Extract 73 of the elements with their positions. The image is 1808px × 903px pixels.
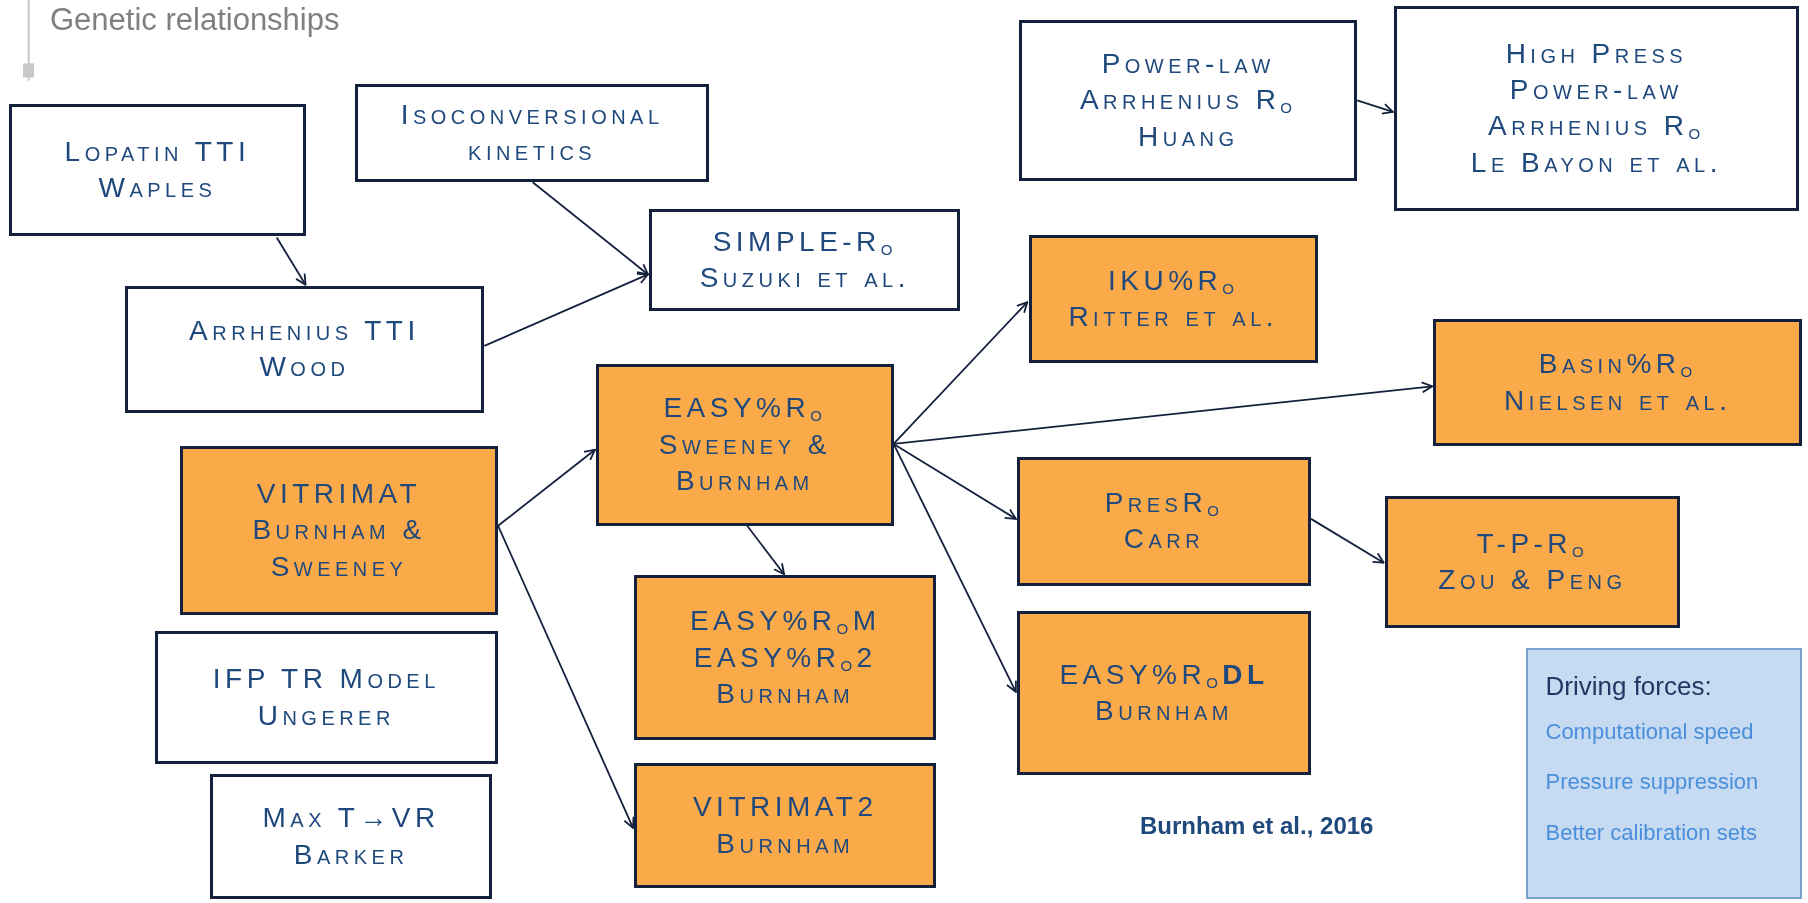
node-text: Arrhenius TTI xyxy=(189,313,420,348)
arrow xyxy=(483,272,649,347)
process-box xyxy=(649,208,961,312)
arrow xyxy=(497,448,596,527)
citation: Burnham et al., 2016 xyxy=(1140,812,1374,840)
process-box xyxy=(124,285,485,413)
arrow xyxy=(892,443,1017,520)
node-text: EASY%R$_{o}$DL xyxy=(1059,657,1269,693)
node-text: Suzuki et al. xyxy=(699,261,910,295)
node-text: Burnham xyxy=(1095,693,1233,728)
process-box xyxy=(1394,5,1799,211)
node-text: High Press xyxy=(1505,36,1688,71)
arrow xyxy=(892,443,1017,693)
process-box xyxy=(1019,19,1358,181)
node-text: Isoconversional kinetics xyxy=(399,97,665,169)
node-text: Power-law xyxy=(1509,72,1683,107)
node-text: Ritter et al. xyxy=(1068,300,1278,335)
arrow xyxy=(1310,518,1385,564)
node-text: Carr xyxy=(1123,522,1205,557)
node-text: Power-law xyxy=(1101,46,1275,81)
process-box xyxy=(1017,456,1311,586)
node-text: Lopatin TTI xyxy=(64,134,251,169)
arrow xyxy=(892,301,1029,445)
node-text: Basin%R$_{o}$ xyxy=(1538,347,1697,383)
list-item: Pressure suppression xyxy=(1545,768,1759,797)
node-text: EASY%R$_{o}$2 xyxy=(693,640,877,676)
node-text: SIMPLE-R$_{o}$ xyxy=(712,224,897,260)
process-box xyxy=(1433,319,1803,447)
node-text: IKU%R$_{o}$ xyxy=(1108,263,1239,300)
process-box xyxy=(154,630,499,765)
node-text: Burnham & Sweeney xyxy=(251,513,427,584)
list-item: Computational speed xyxy=(1545,717,1754,746)
list-item: Better calibration sets xyxy=(1545,819,1758,847)
process-box xyxy=(1028,235,1318,364)
title: Genetic relationships xyxy=(50,2,340,38)
node-text: Max T→VR xyxy=(262,801,440,836)
process-box xyxy=(596,364,894,526)
arrow xyxy=(1356,99,1394,115)
node-text: VITRIMAT2 xyxy=(692,790,878,825)
process-box xyxy=(634,763,937,888)
node-text: Ungerer xyxy=(257,698,395,733)
process-box xyxy=(355,84,710,183)
arrow xyxy=(892,381,1433,445)
arrow xyxy=(531,181,649,276)
info-panel xyxy=(1525,648,1803,900)
arrow xyxy=(275,236,307,286)
arrow xyxy=(746,524,785,576)
node-text: Le Bayon et al. xyxy=(1470,145,1722,180)
node-text: Sweeney & Burnham xyxy=(657,427,832,499)
node-text: EASY%R$_{o}$M xyxy=(689,604,881,640)
node-text: Arrhenius R$_{o}$ xyxy=(1079,83,1297,119)
node-text: Waples xyxy=(98,171,217,206)
node-text: IFP TR Model xyxy=(212,662,440,697)
panel-heading: Driving forces: xyxy=(1545,670,1712,703)
node-text: Zou & Peng xyxy=(1438,563,1627,598)
process-box xyxy=(1017,611,1311,775)
process-box xyxy=(9,103,306,237)
node-text: Arrhenius R$_{o}$ xyxy=(1488,109,1705,145)
arrow xyxy=(497,524,635,829)
node-text: Burnham xyxy=(716,826,855,861)
node-text: T-P-R$_{o}$ xyxy=(1476,526,1589,563)
node-text: VITRIMAT xyxy=(256,476,422,511)
node-text: Wood xyxy=(259,350,350,385)
process-box xyxy=(209,773,493,900)
process-box xyxy=(634,575,937,741)
process-box xyxy=(1384,495,1680,629)
node-text: Burnham xyxy=(716,677,855,711)
node-text: EASY%R$_{o}$ xyxy=(663,391,827,427)
process-box xyxy=(179,446,499,615)
node-text: PresR$_{o}$ xyxy=(1104,485,1224,522)
node-text: Huang xyxy=(1138,119,1239,154)
node-text: Barker xyxy=(293,837,409,872)
node-text: Nielsen et al. xyxy=(1504,383,1732,418)
